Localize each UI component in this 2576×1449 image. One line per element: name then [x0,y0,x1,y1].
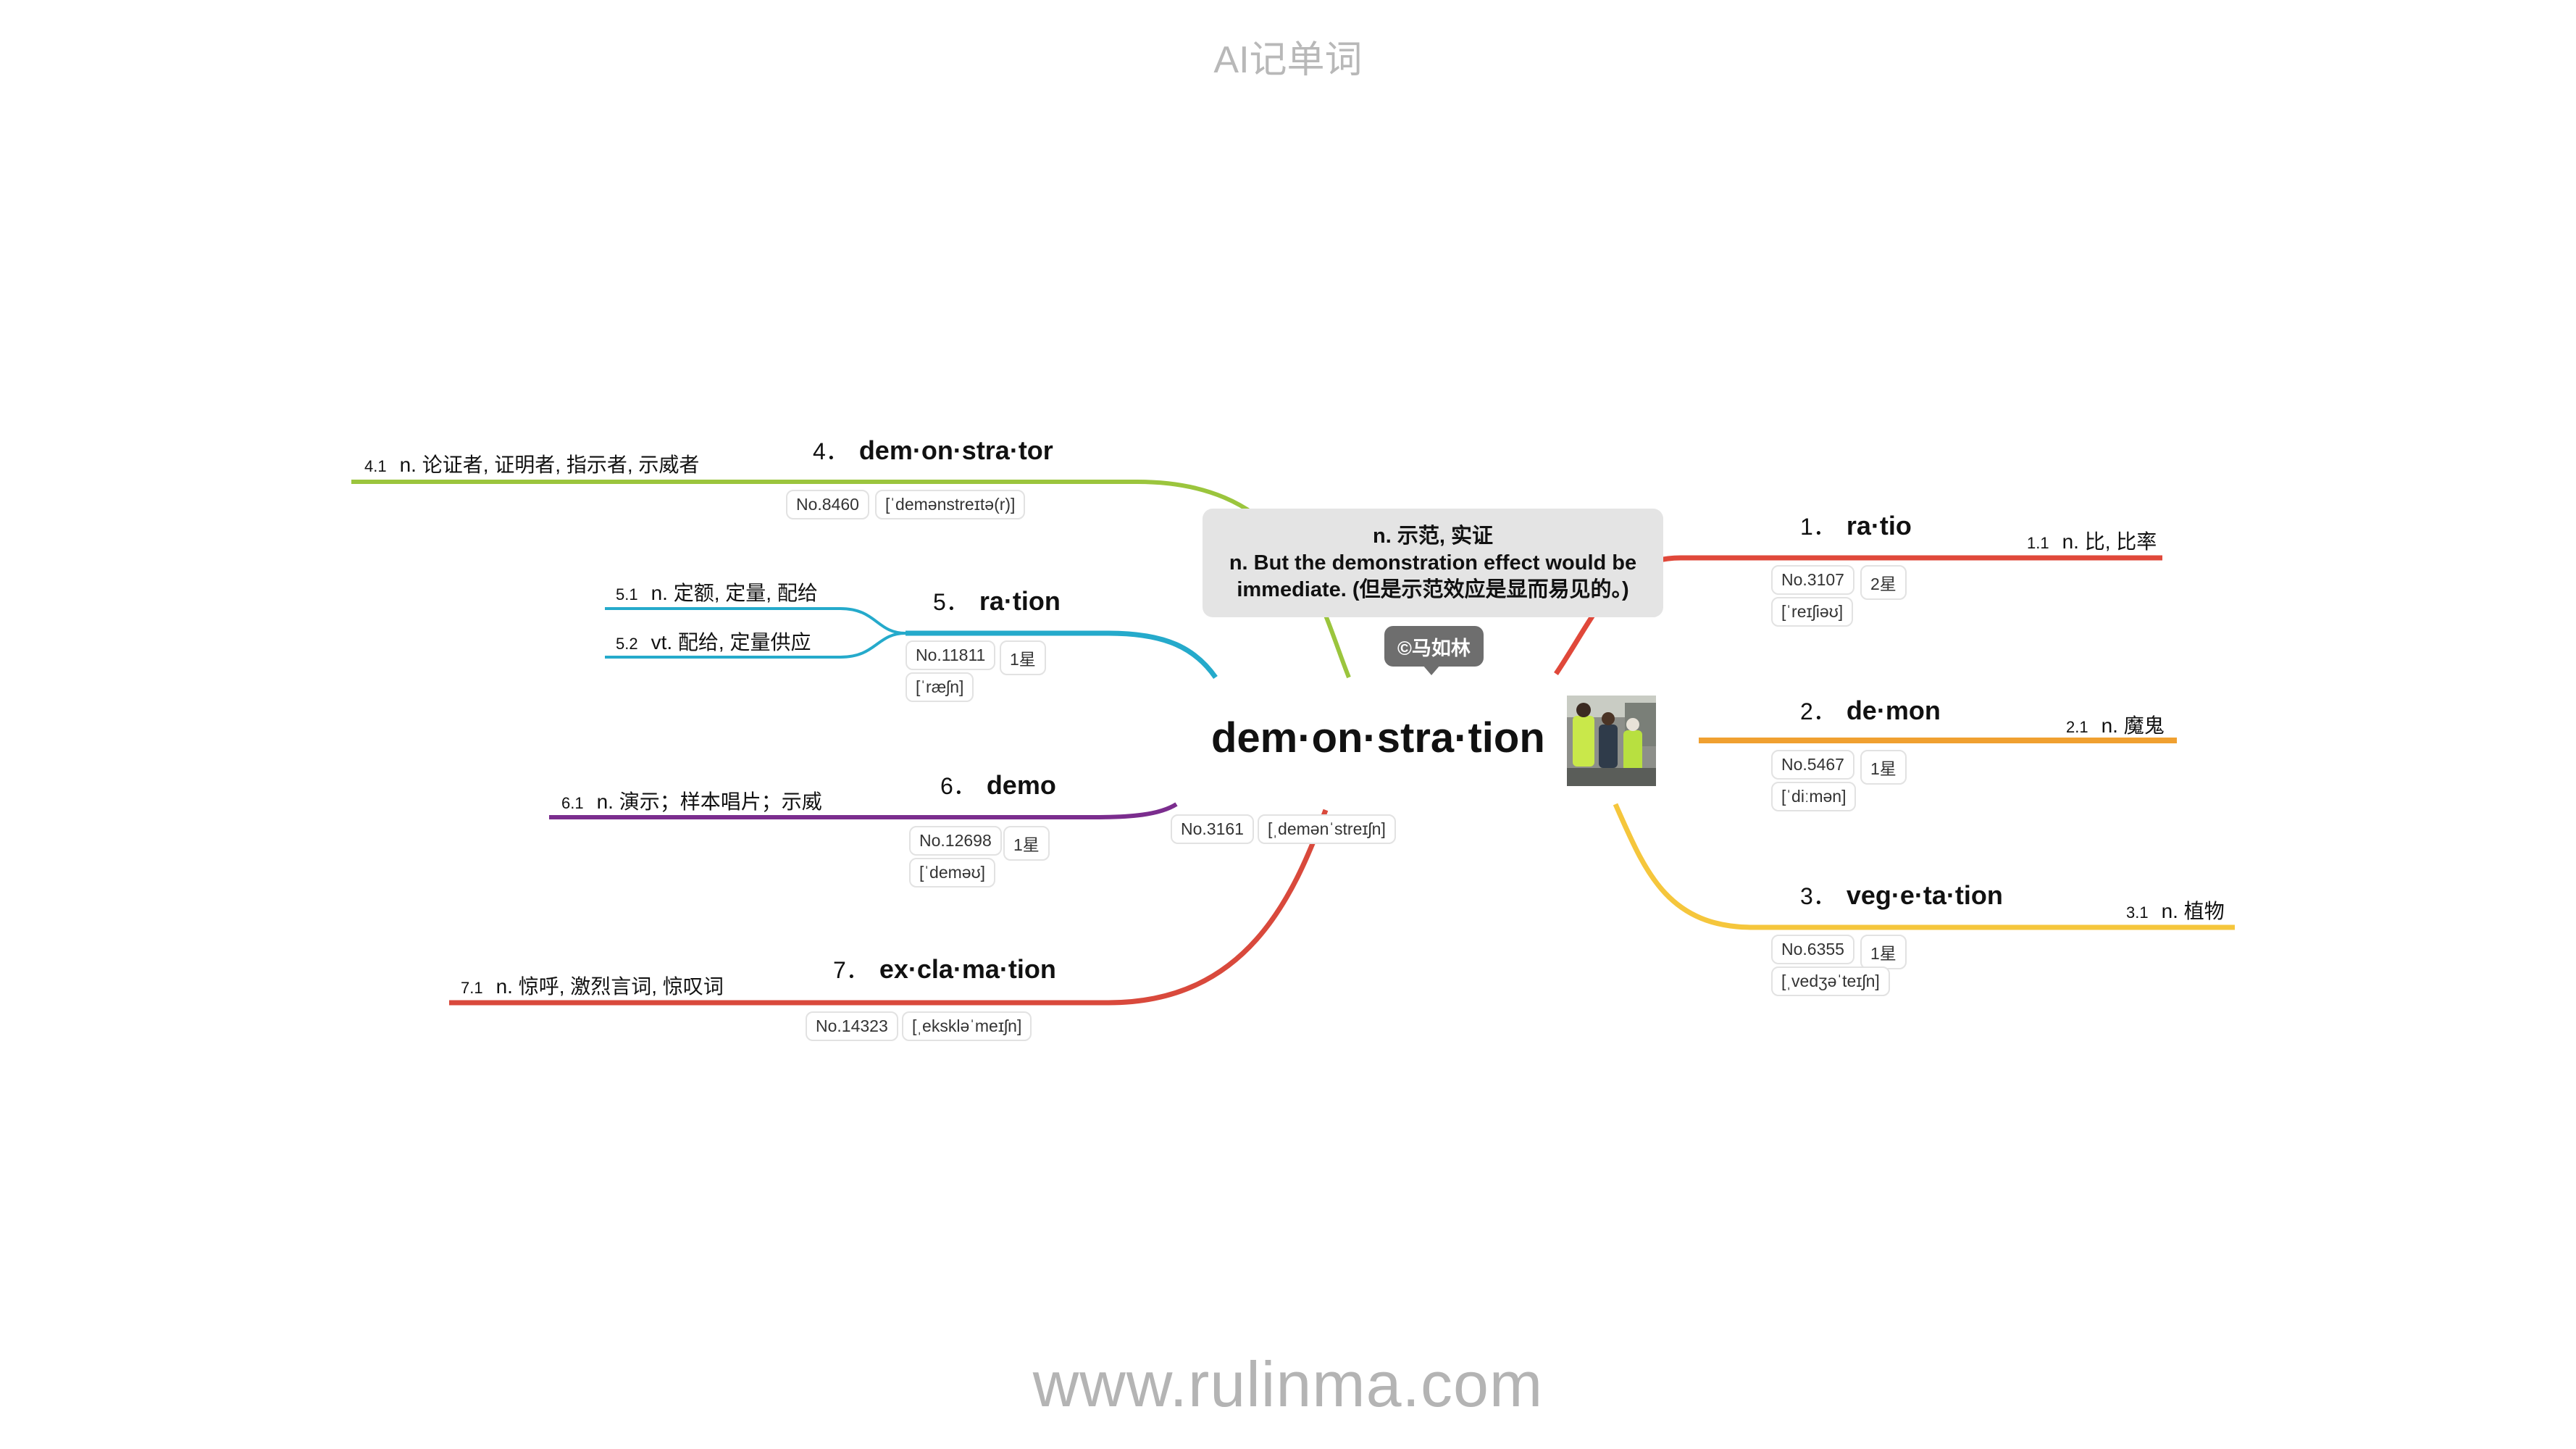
branch-word-text: de·mon [1846,696,1941,725]
central-word[interactable]: dem·on·stra·tion [1211,714,1545,761]
rank-tag-demonstrator: No.8460 [786,490,869,519]
footer-website: www.rulinma.com [1032,1348,1544,1420]
callout-line-1: n. 示范, 实证 [1373,524,1493,548]
branch-word-ration[interactable]: 5． ra·tion [933,584,1061,617]
central-phonetic-tag: [ˌdemənˈstreɪʃn] [1258,814,1396,844]
connector-exclamation [449,809,1329,1006]
phonetic-tag-ration: [ˈræʃn] [906,672,974,702]
star-tag-demon: 1星 [1860,750,1907,785]
branch-word-ratio[interactable]: 1． ra·tio [1800,509,1912,542]
branch-index: 2． [1800,698,1836,724]
rank-tag-demon: No.5467 [1771,750,1854,780]
copyright-badge: ©马如林 [1384,626,1484,667]
branch-word-text: ra·tio [1846,511,1912,540]
branch-word-demon[interactable]: 2． de·mon [1800,693,1941,727]
branch-word-text: ex·cla·ma·tion [879,954,1056,984]
connector-ration [906,630,1218,680]
branch-index: 6． [940,773,977,799]
definition-callout: n. 示范, 实证 n. But the demonstration effec… [1203,509,1663,617]
branch-index: 5． [933,589,969,615]
callout-line-3: immediate. (但是示范效应是显而易见的。) [1237,577,1629,601]
branch-index: 4． [813,438,849,464]
star-tag-vegetation: 1星 [1860,935,1907,969]
phonetic-tag-ratio: [ˈreɪʃiəʊ] [1771,597,1854,627]
rank-tag-ratio: No.3107 [1771,565,1854,595]
phonetic-tag-demo: [ˈdeməʊ] [909,858,996,888]
star-tag-demo: 1星 [1003,826,1050,861]
branch-word-text: demo [986,770,1056,800]
rank-tag-demo: No.12698 [909,826,1002,856]
photo-icon [1567,696,1656,786]
branch-word-text: dem·on·stra·tor [858,435,1053,465]
connector-vegetation [1613,803,2235,930]
copyright-badge-pointer [1423,665,1440,675]
branch-word-text: ra·tion [979,586,1061,616]
branch-index: 7． [833,957,869,983]
central-rank-tag: No.3161 [1171,814,1254,844]
branch-word-exclamation[interactable]: 7． ex·cla·ma·tion [833,952,1056,985]
phonetic-tag-demon: [ˈdiːmən] [1771,782,1857,811]
star-tag-ration: 1星 [1000,640,1046,675]
phonetic-tag-demonstrator: [ˈdemənstreɪtə(r)] [875,490,1026,519]
phonetic-tag-vegetation: [ˌvedʒəˈteɪʃn] [1771,966,1890,996]
branch-word-vegetation[interactable]: 3． veg·e·ta·tion [1800,878,2003,911]
branch-word-text: veg·e·ta·tion [1846,880,2003,910]
branch-index: 3． [1800,883,1836,909]
connector-ration-5-2 [605,632,906,659]
branch-word-demo[interactable]: 6． demo [940,768,1056,801]
app-title: AI记单词 [1213,39,1363,81]
connector-ration-5-1 [605,607,906,635]
rank-tag-exclamation: No.14323 [806,1011,898,1041]
rank-tag-ration: No.11811 [906,640,996,670]
connector-demo [549,802,1178,819]
callout-line-2: n. But the demonstration effect would be [1229,551,1637,575]
phonetic-tag-exclamation: [ˌekskləˈmeɪʃn] [902,1011,1032,1041]
star-tag-ratio: 2星 [1860,565,1907,600]
rank-tag-vegetation: No.6355 [1771,935,1854,964]
branch-word-demonstrator[interactable]: 4． dem·on·stra·tor [813,433,1053,467]
branch-index: 1． [1800,514,1836,540]
